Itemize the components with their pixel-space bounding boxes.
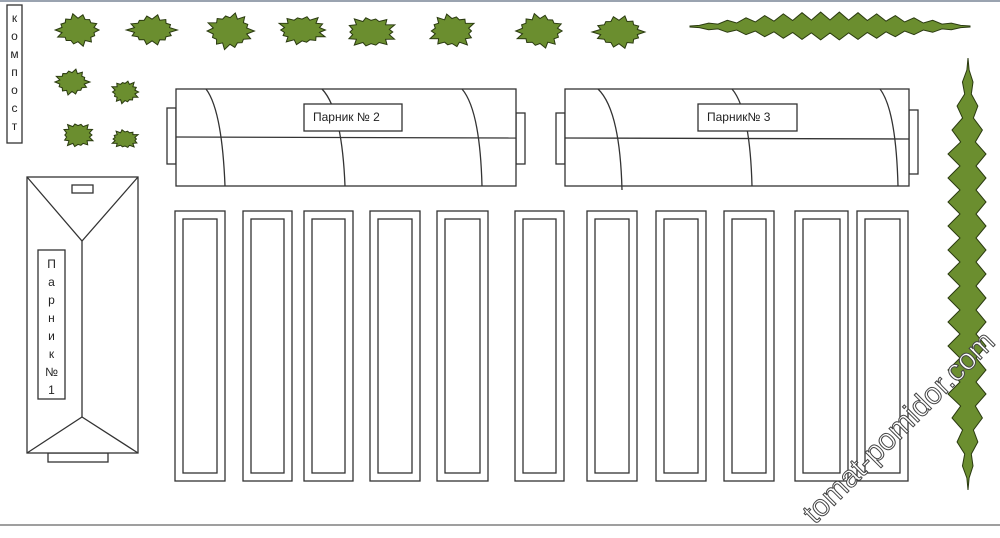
garden-bed (303, 210, 354, 482)
garden-bed (723, 210, 775, 482)
garden-bed (794, 210, 849, 482)
greenhouse-1-letter: к (49, 347, 55, 361)
bush (53, 12, 101, 48)
compost-letter: т (12, 119, 18, 133)
greenhouse-1-letter: № (45, 365, 58, 379)
garden-bed (369, 210, 421, 482)
compost-letter: о (11, 29, 18, 43)
greenhouse-1-letter: р (48, 293, 55, 307)
bush (124, 14, 180, 46)
compost-letter: с (12, 101, 18, 115)
bush (428, 13, 476, 48)
compost-letter: м (10, 47, 18, 61)
bush (514, 12, 564, 49)
compost-letter: п (11, 65, 18, 79)
bush (205, 12, 256, 51)
greenhouse-1-door (71, 184, 94, 194)
greenhouse-2-label: Парник № 2 (313, 110, 380, 124)
bush (53, 68, 92, 96)
bush (277, 16, 327, 46)
garden-bed (174, 210, 226, 482)
bush (110, 80, 140, 105)
bush (347, 17, 397, 47)
bush (63, 123, 95, 148)
compost-letter: о (11, 83, 18, 97)
greenhouse-1-letter: П (47, 257, 56, 271)
greenhouse-3: Парник№ 3 (555, 88, 919, 191)
garden-bed (514, 210, 565, 482)
greenhouse-2: Парник № 2 (166, 88, 526, 187)
garden-bed (655, 210, 707, 482)
greenhouse-1-letter: а (48, 275, 55, 289)
greenhouse-1-label-box (37, 249, 66, 400)
compost-letter: к (12, 11, 18, 25)
hedge-horizontal (689, 11, 971, 41)
bush (590, 15, 647, 50)
greenhouse-1-letter: и (48, 329, 55, 343)
greenhouse-1-letter: 1 (48, 383, 55, 397)
hedge-vertical (947, 57, 987, 491)
garden-bed (242, 210, 293, 482)
greenhouse-1: Парник № 1 (26, 176, 139, 463)
bush (110, 129, 140, 149)
garden-bed (856, 210, 909, 482)
garden-bed (436, 210, 489, 482)
garden-bed (586, 210, 638, 482)
greenhouse-1-letter: н (48, 311, 55, 325)
greenhouse-3-label: Парник№ 3 (707, 110, 771, 124)
